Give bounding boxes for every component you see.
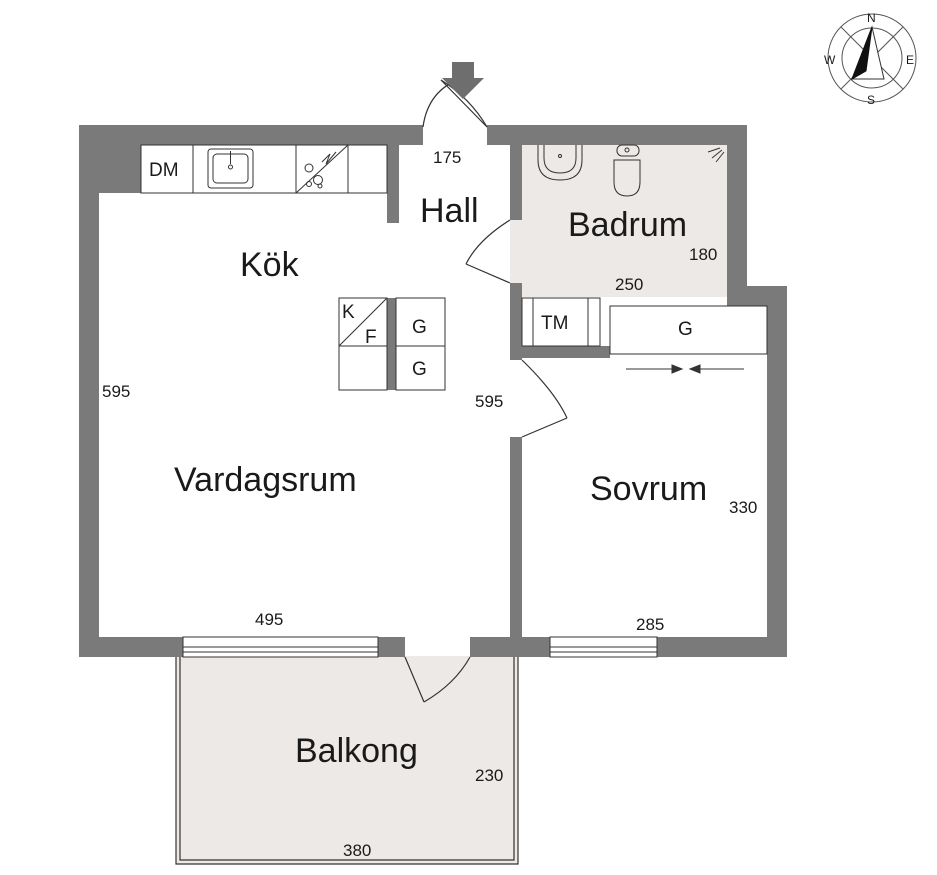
exterior-walls: [79, 125, 787, 657]
sink-icon: [207, 148, 254, 189]
interior-walls: [387, 145, 610, 637]
sovrum-window: [549, 636, 658, 658]
bedroom-wardrobe: [609, 305, 768, 355]
wardrobe-box: [395, 297, 446, 391]
balkong-outline: [175, 657, 519, 865]
dim-hall-width: 175: [433, 148, 461, 167]
room-vardagsrum: Vardagsrum: [174, 461, 357, 499]
dim-living-height: 595: [102, 382, 130, 401]
kitchen-counter: [140, 144, 388, 194]
dim-living-width: 495: [255, 610, 283, 629]
compass-east: E: [906, 53, 914, 67]
washbasin-icon: [537, 145, 583, 181]
room-kok: Kök: [240, 246, 300, 284]
dim-sovrum-height: 330: [729, 498, 757, 517]
toilet-icon: [613, 144, 641, 197]
label-dishwasher: DM: [149, 160, 179, 181]
dim-badrum-width: 250: [615, 275, 643, 294]
room-badrum: Badrum: [568, 206, 687, 244]
label-fridge: K: [342, 302, 355, 323]
entrance-arrow-icon: [442, 62, 484, 99]
badrum-floor: [510, 143, 728, 297]
label-wardrobe-1: G: [412, 317, 427, 338]
badrum-door: [465, 219, 511, 284]
stove-icon: [295, 144, 349, 194]
shower-icon: [707, 147, 725, 163]
compass-icon: [827, 13, 917, 103]
dim-balkong-width: 380: [343, 841, 371, 860]
compass-west: W: [824, 53, 836, 67]
dim-balkong-height: 230: [475, 766, 503, 785]
fridge-freezer: [338, 297, 388, 391]
dim-kitchen-side: 595: [475, 392, 503, 411]
compass-south: S: [867, 93, 875, 107]
dim-badrum-height: 180: [689, 245, 717, 264]
sliding-door-arrows-icon: [626, 364, 744, 374]
room-balkong: Balkong: [295, 732, 418, 770]
balkong-floor: [176, 656, 518, 864]
label-washer: TM: [541, 313, 568, 334]
label-freezer: F: [365, 327, 377, 348]
label-wardrobe-2: G: [412, 359, 427, 380]
dim-sovrum-width: 285: [636, 615, 664, 634]
washer-box: [521, 297, 601, 347]
sovrum-door: [521, 359, 568, 438]
room-sovrum: Sovrum: [590, 470, 707, 508]
living-window: [182, 636, 379, 658]
compass-north: N: [867, 11, 876, 25]
balkong-door: [404, 656, 471, 703]
room-hall: Hall: [420, 192, 479, 230]
label-bedroom-wardrobe: G: [678, 319, 693, 340]
